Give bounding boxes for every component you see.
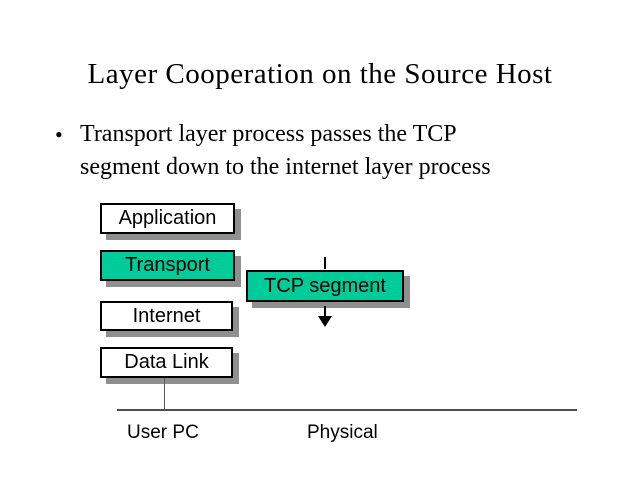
layer-box-data-link: Data Link <box>100 347 233 378</box>
layer-box-transport: Transport <box>100 250 235 281</box>
bullet-line-2: segment down to the internet layer proce… <box>80 154 491 180</box>
tcp-connector-line <box>324 257 326 269</box>
bullet-line-1: Transport layer process passes the TCP <box>80 121 457 147</box>
user-pc-label: User PC <box>127 422 199 443</box>
down-arrow-icon <box>318 316 332 327</box>
tcp-segment-box: TCP segment <box>246 270 404 302</box>
slide-title: Layer Cooperation on the Source Host <box>87 58 553 90</box>
data-link-connector-line <box>164 378 165 409</box>
bullet-marker: • <box>55 122 63 147</box>
bullet-item: • Transport layer process passes the TCP… <box>55 118 595 184</box>
physical-wire-line <box>117 409 577 411</box>
layer-box-internet: Internet <box>100 301 233 331</box>
layer-box-application: Application <box>100 203 235 234</box>
down-arrow-shaft <box>324 306 326 317</box>
physical-label: Physical <box>307 422 378 443</box>
bullet-text: Transport layer process passes the TCP s… <box>80 118 595 184</box>
